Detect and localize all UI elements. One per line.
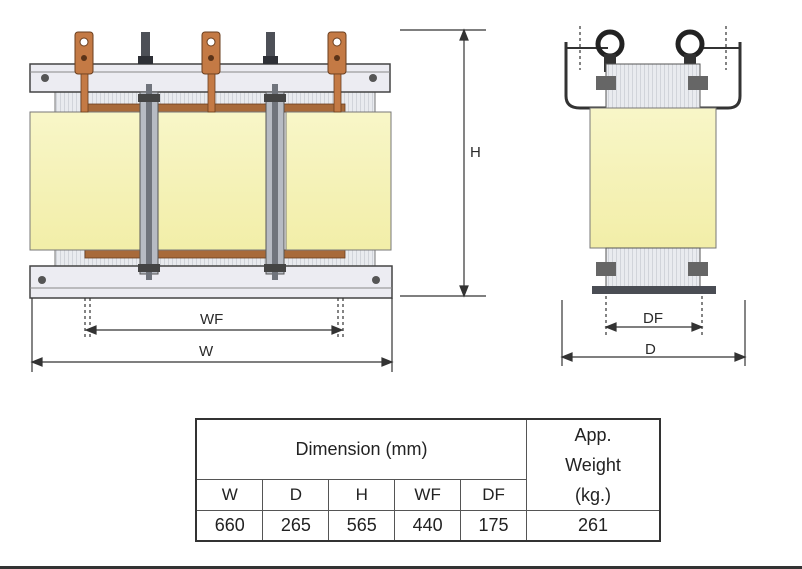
weight-header: App. Weight (kg.) (526, 418, 661, 511)
top-stud-1 (138, 32, 153, 64)
dimension-group-header: Dimension (mm) (195, 418, 527, 480)
value-df: 175 (460, 510, 527, 541)
column-header-h: H (328, 478, 396, 512)
bottom-clamp-frame (29, 265, 393, 299)
column-header-w: W (195, 478, 264, 512)
top-stud-2 (263, 32, 278, 64)
w-dimension (30, 298, 394, 372)
value-d: 265 (262, 510, 330, 541)
d-dimension (560, 300, 747, 366)
front-view: H WF W (29, 28, 486, 372)
coil-3 (285, 111, 392, 251)
coil-1 (29, 111, 141, 251)
terminal-3 (327, 31, 347, 113)
wf-label: WF (200, 311, 223, 328)
terminal-2 (201, 31, 221, 113)
side-view: DF D (560, 26, 747, 366)
wf-dimension (84, 298, 344, 340)
value-h: 565 (328, 510, 396, 541)
bottom-rule (0, 566, 802, 569)
bottom-core-stack (605, 247, 701, 289)
top-core-stack (605, 63, 701, 109)
tie-rod-left (138, 84, 160, 280)
tie-rod-right (264, 84, 286, 280)
weight-header-line-2: Weight (565, 455, 621, 475)
value-weight: 261 (526, 510, 661, 541)
coil-2 (157, 111, 269, 251)
column-header-wf: WF (394, 478, 462, 512)
height-label: H (470, 144, 481, 161)
column-header-d: D (262, 478, 330, 512)
weight-header-line-1: App. (574, 425, 612, 445)
column-header-df: DF (460, 478, 527, 512)
side-coil (589, 107, 717, 249)
d-label: D (645, 341, 656, 358)
dimension-table: Dimension (mm) App. Weight (kg.) W D H W… (195, 418, 661, 542)
weight-header-line-3: (kg.) (575, 485, 611, 505)
value-wf: 440 (394, 510, 462, 541)
w-label: W (199, 343, 214, 360)
height-dimension (400, 28, 486, 298)
value-w: 660 (195, 510, 264, 541)
df-label: DF (643, 310, 663, 327)
terminal-1 (74, 31, 94, 113)
bottom-base (592, 286, 716, 294)
df-dimension (604, 296, 704, 336)
